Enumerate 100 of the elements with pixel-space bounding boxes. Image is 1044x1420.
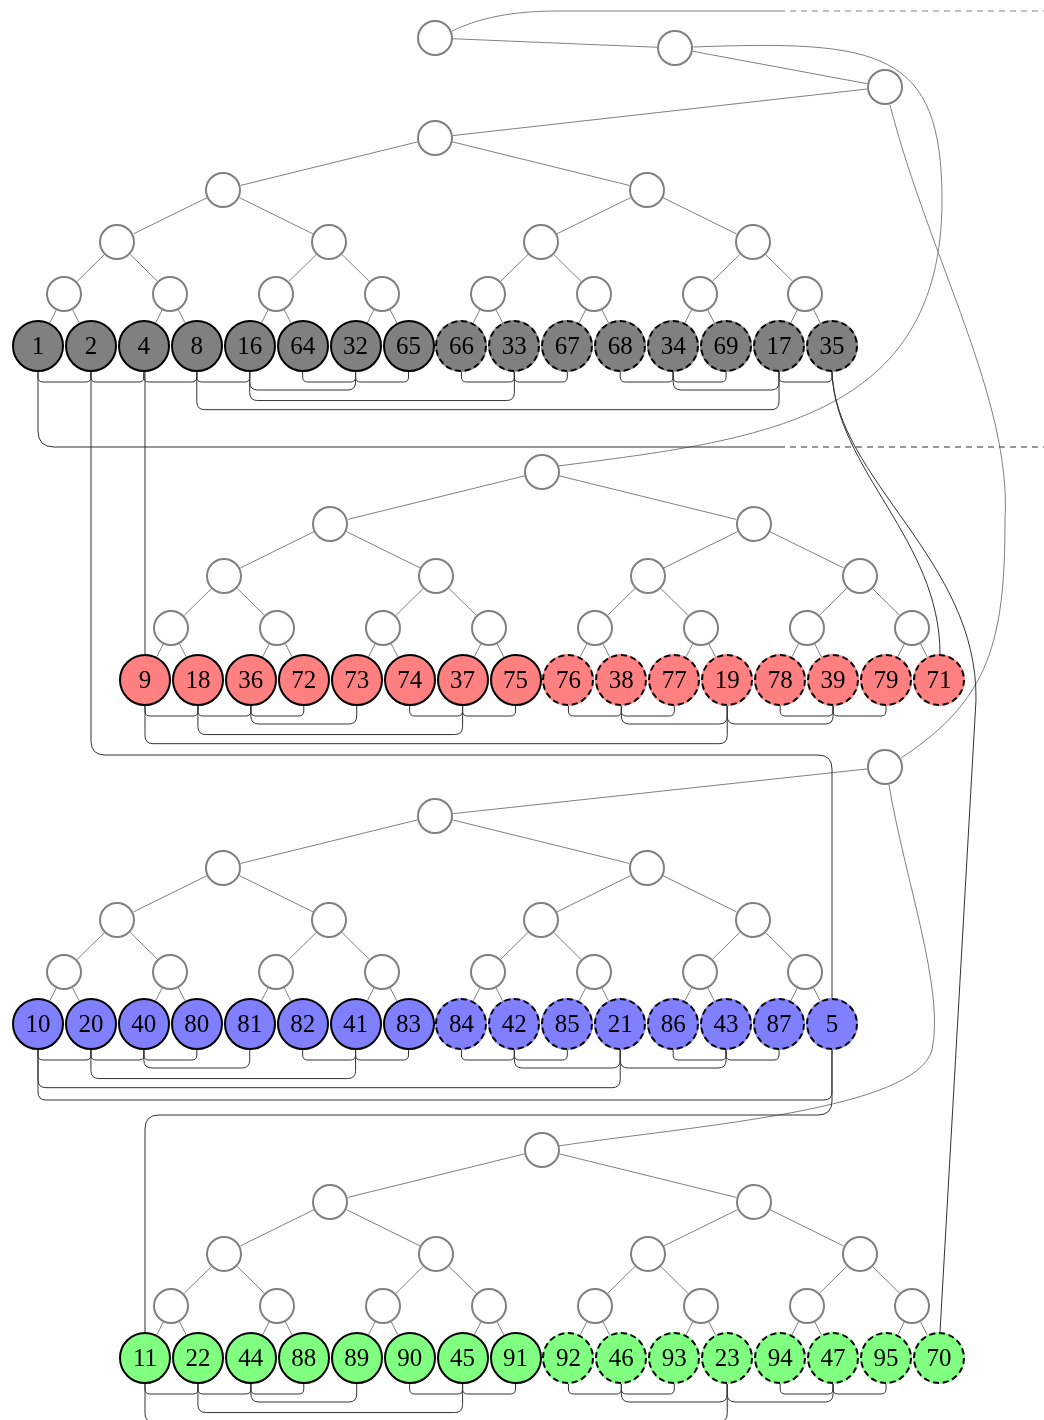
connector-line: [607, 587, 636, 616]
connector-line: [37, 1049, 621, 1089]
connector-line: [672, 371, 727, 383]
heap-node: 64: [276, 320, 329, 372]
connector-line: [660, 587, 689, 616]
heap-node: 9: [119, 654, 171, 706]
heap-node: 84: [435, 998, 488, 1050]
connector-line: [240, 819, 418, 864]
connector-line: [262, 643, 270, 658]
connector-line: [240, 1209, 315, 1247]
connector-line: [472, 987, 481, 1002]
heap-node: 18: [171, 654, 224, 706]
connector-line: [473, 643, 482, 658]
connector-line: [285, 643, 293, 658]
heap-node: 65: [382, 320, 435, 372]
tree-node: [788, 609, 825, 646]
heap-node: 72: [277, 654, 330, 706]
heap-node: 95: [860, 1332, 912, 1384]
connector-line: [183, 587, 213, 616]
connector-line: [345, 531, 421, 569]
connector-line: [558, 1153, 737, 1198]
heap-node: 35: [805, 320, 858, 372]
heap-node: 75: [489, 654, 542, 706]
connector-line: [663, 531, 739, 569]
tree-node: [99, 901, 136, 938]
connector-line: [262, 1321, 270, 1336]
tree-node: [867, 69, 903, 105]
tree-node: [735, 505, 772, 542]
connector-line: [90, 1049, 357, 1080]
connector-line: [144, 705, 728, 745]
connector-line: [143, 1049, 251, 1069]
connector-line: [871, 587, 901, 616]
tree-node: [418, 557, 455, 594]
connector-line: [197, 1383, 464, 1414]
heap-node: 80: [170, 998, 223, 1050]
connector-line: [791, 643, 799, 658]
connector-line: [769, 1209, 844, 1247]
tree-node: [311, 223, 348, 260]
heap-node: 89: [330, 1332, 383, 1384]
connector-line: [390, 1321, 399, 1336]
connector-line: [261, 987, 269, 1002]
connector-line: [607, 1265, 636, 1294]
heap-node: 20: [64, 998, 117, 1050]
connector-line: [711, 253, 741, 282]
tree-node: [365, 1287, 402, 1324]
tree-node: [205, 171, 242, 208]
heap-node: 76: [542, 654, 595, 706]
tree-node: [682, 1287, 719, 1324]
tree-node: [152, 953, 189, 990]
connector-line: [779, 1383, 834, 1395]
connector-line: [250, 705, 358, 725]
connector-line: [472, 309, 481, 324]
tree-node: [522, 223, 559, 260]
connector-line: [500, 931, 529, 960]
connector-line: [556, 197, 632, 235]
heap-node: 45: [436, 1332, 489, 1384]
tree-node: [894, 1287, 931, 1324]
connector-line: [156, 1321, 164, 1336]
connector-line: [579, 1321, 588, 1336]
tree-node: [734, 223, 771, 260]
connector-line: [764, 253, 794, 282]
connector-line: [726, 705, 834, 725]
heap-node: 11: [119, 1332, 171, 1384]
connector-line: [558, 475, 737, 520]
connector-line: [72, 309, 80, 324]
connector-line: [462, 1383, 516, 1395]
tree-node: [471, 609, 508, 646]
connector-line: [389, 309, 398, 324]
connector-line: [236, 1265, 265, 1294]
heap-node: 32: [329, 320, 382, 372]
connector-line: [707, 309, 715, 324]
connector-line: [288, 931, 317, 960]
tree-node: [787, 275, 824, 312]
connector-line: [495, 309, 504, 324]
heap-node: 10: [12, 998, 64, 1050]
heap-node: 43: [700, 998, 753, 1050]
connector-line: [619, 1049, 727, 1069]
connector-line: [238, 197, 314, 235]
heap-node: 44: [224, 1332, 277, 1384]
connector-line: [178, 309, 186, 324]
connector-line: [179, 1321, 187, 1336]
tree-node: [682, 609, 719, 646]
tree-node: [99, 223, 136, 260]
connector-line: [513, 371, 568, 383]
connector-line: [813, 309, 821, 324]
connector-line: [283, 309, 292, 324]
connector-line: [178, 987, 186, 1002]
connector-line: [144, 371, 146, 655]
connector-line: [920, 1321, 928, 1336]
connector-line: [144, 1049, 833, 1333]
connector-line: [72, 987, 80, 1002]
heap-node: 2: [64, 320, 117, 372]
heap-node: 68: [594, 320, 647, 372]
heap-node: 67: [541, 320, 594, 372]
connector-line: [578, 987, 587, 1002]
connector-line: [791, 1321, 799, 1336]
tree-node: [258, 275, 295, 312]
connector-line: [662, 875, 737, 913]
connector-line: [818, 587, 848, 616]
connector-line: [288, 253, 317, 282]
